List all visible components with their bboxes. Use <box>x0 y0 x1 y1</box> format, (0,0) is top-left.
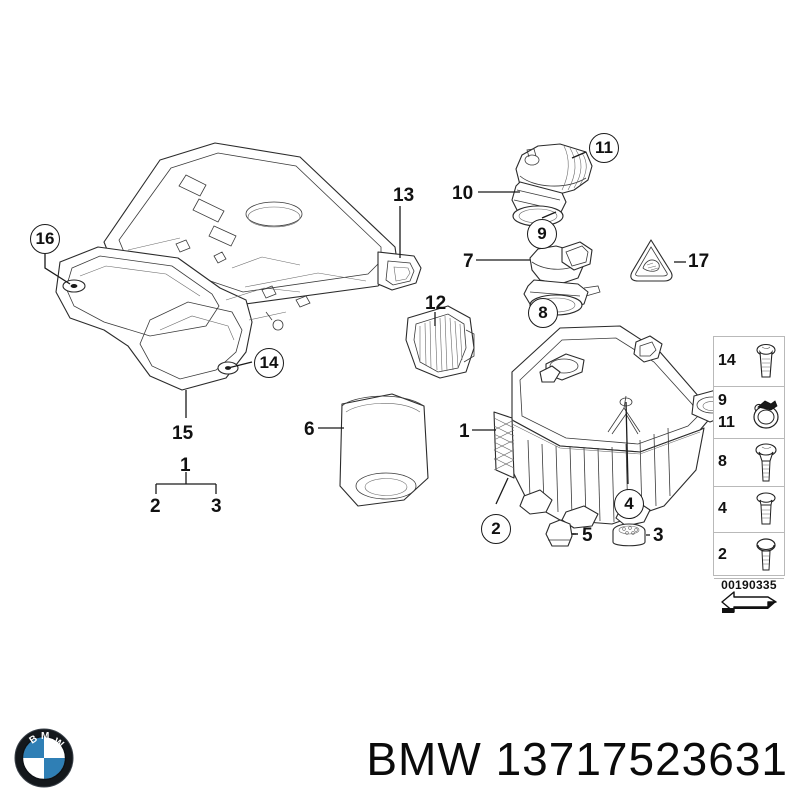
part-3-rubber-grommet <box>612 523 646 547</box>
leader-lines <box>44 151 686 536</box>
legend-row-numbers: 9 11 <box>718 392 735 431</box>
screw-medium-icon <box>748 490 784 530</box>
part-5-rubber-cap <box>545 519 573 547</box>
hose-clamp-icon <box>748 393 784 433</box>
callout-circle-16: 16 <box>30 224 60 254</box>
legend-row-numbers: 4 <box>718 500 727 518</box>
callout-1-airbox: 1 <box>459 421 470 442</box>
callout-12: 12 <box>425 293 447 314</box>
legend-row-numbers: 2 <box>718 546 727 564</box>
bmw-roundel-logo: B M W <box>14 728 74 788</box>
legend-row-arrow <box>714 579 784 621</box>
arrow-marker-icon <box>714 584 784 616</box>
part-17-warning-label <box>630 239 673 282</box>
part-15-intake-duct <box>55 246 301 391</box>
callout-7: 7 <box>463 251 474 272</box>
cover-detail-tabs <box>175 239 311 331</box>
diagram-id-label: 00190335 <box>721 578 777 592</box>
callout-circle-4-airbox: 4 <box>614 489 644 519</box>
legend-row: 9 11 <box>714 387 784 439</box>
callout-6: 6 <box>304 419 315 440</box>
callout-circle-2-airbox: 2 <box>481 514 511 544</box>
callout-17: 17 <box>688 251 710 272</box>
callout-circle-14: 14 <box>254 348 284 378</box>
callout-circle-8: 8 <box>528 298 558 328</box>
callout-10: 10 <box>452 183 474 204</box>
part-12-air-duct-elbow <box>405 305 475 379</box>
legend-row: 14 <box>714 337 784 387</box>
legend-row-numbers: 14 <box>718 352 736 370</box>
svg-text:M: M <box>41 731 49 742</box>
callout-15: 15 <box>172 423 194 444</box>
callout-13: 13 <box>393 185 415 206</box>
callout-5: 5 <box>582 525 593 546</box>
screw-short-icon <box>748 536 784 576</box>
page-title: BMW 13717523631 <box>366 733 788 785</box>
legend-row: 2 <box>714 533 784 579</box>
legend-row-numbers: 8 <box>718 453 727 471</box>
hardware-legend-table: 14 9 11 <box>713 336 785 613</box>
part-1-airbox <box>493 325 733 529</box>
legend-row: 8 <box>714 439 784 487</box>
callout-circle-9: 9 <box>527 219 557 249</box>
screw-long-icon <box>748 441 784 485</box>
callout-2-duct: 2 <box>150 496 161 517</box>
part-6-air-filter <box>339 393 429 507</box>
callout-circle-11: 11 <box>589 133 619 163</box>
callout-3-grommet: 3 <box>653 525 664 546</box>
callout-1-duct: 1 <box>180 455 191 476</box>
legend-row: 4 <box>714 487 784 533</box>
callout-3-duct: 3 <box>211 496 222 517</box>
screw-pan-head-icon <box>748 341 784 383</box>
